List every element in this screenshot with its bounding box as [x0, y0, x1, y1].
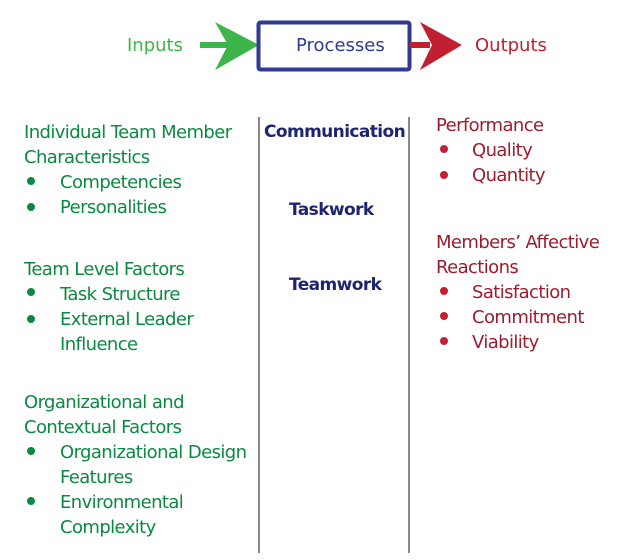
input-item: Personalities: [60, 197, 167, 218]
output-item: Quality: [472, 140, 533, 161]
input-item: Organizational Design: [60, 442, 247, 463]
input-group-title: Team Level Factors: [24, 259, 185, 280]
output-item: Satisfaction: [472, 282, 571, 303]
input-item: Influence: [60, 334, 138, 355]
bullet-icon: [27, 315, 35, 323]
bullet-icon: [27, 497, 35, 505]
output-group-title: Members’ Affective: [436, 232, 600, 253]
process-item: Teamwork: [289, 275, 382, 295]
outputs-arrow-icon: [410, 22, 462, 70]
bullet-icon: [27, 203, 35, 211]
bullet-icon: [440, 171, 448, 179]
input-group-title: Individual Team Member: [24, 122, 232, 143]
output-item: Viability: [472, 332, 539, 353]
bullet-icon: [440, 312, 448, 320]
output-item: Quantity: [472, 165, 546, 186]
input-item: Competencies: [60, 172, 182, 193]
processes-box: [256, 20, 412, 72]
column-divider: [408, 117, 410, 553]
bullet-icon: [440, 145, 448, 153]
input-item: Task Structure: [60, 284, 181, 305]
input-item: Features: [60, 467, 133, 488]
output-group-title: Reactions: [436, 257, 519, 278]
inputs-arrow-icon: [200, 22, 259, 70]
process-item: Communication: [264, 122, 406, 142]
output-group-title: Performance: [436, 115, 544, 136]
bullet-icon: [27, 447, 35, 455]
bullet-icon: [440, 287, 448, 295]
bullet-icon: [27, 177, 35, 185]
input-item: External Leader: [60, 309, 194, 330]
bullet-icon: [27, 288, 35, 296]
column-divider: [258, 117, 260, 553]
outputs-label: Outputs: [475, 35, 547, 56]
bullet-icon: [440, 337, 448, 345]
input-group-title: Organizational and: [24, 392, 185, 413]
input-group-title: Contextual Factors: [24, 417, 182, 438]
input-item: Complexity: [60, 517, 156, 538]
input-group-title: Characteristics: [24, 147, 150, 168]
flow-arrows: [200, 20, 462, 72]
output-item: Commitment: [472, 307, 584, 328]
processes-label: Processes: [296, 35, 385, 56]
inputs-label: Inputs: [127, 35, 183, 56]
input-item: Environmental: [60, 492, 184, 513]
process-item: Taskwork: [289, 200, 374, 220]
